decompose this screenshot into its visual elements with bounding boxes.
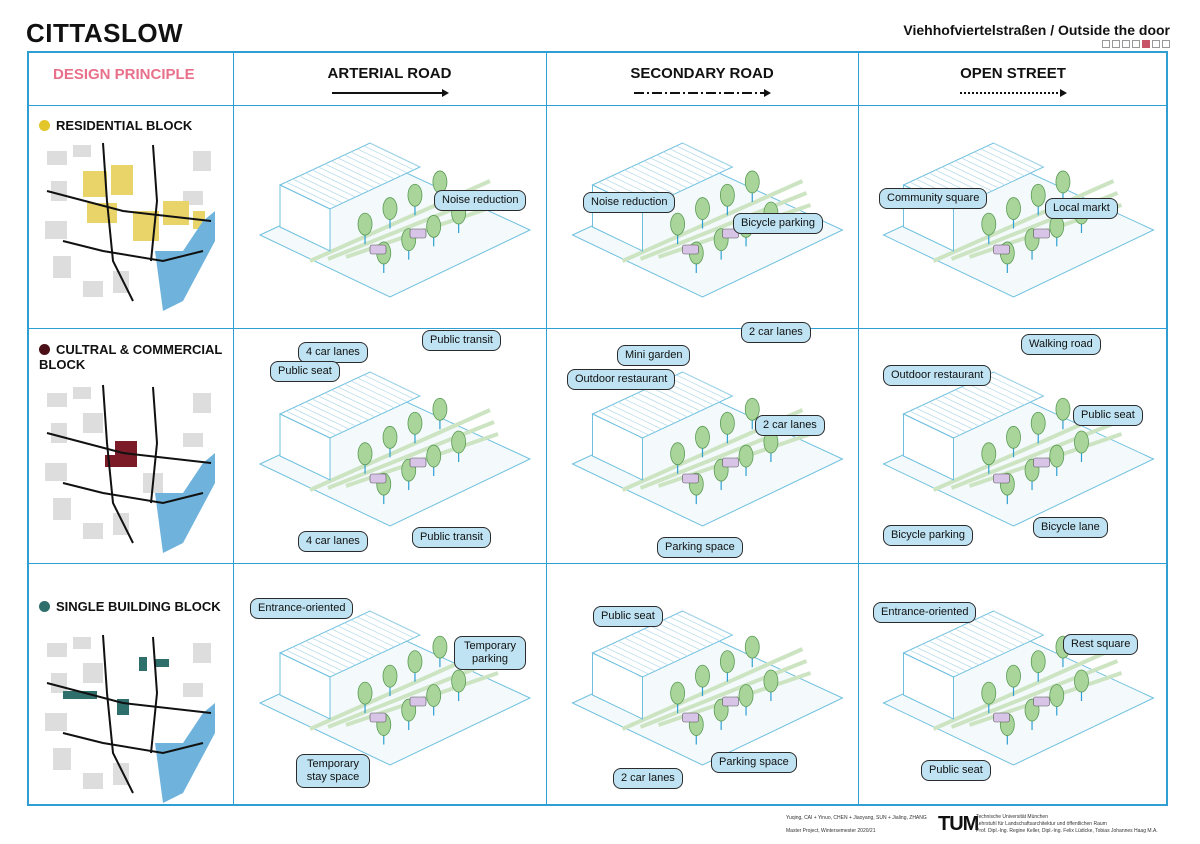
cell-r1c3: Community square Local markt Walking roa… [859,106,1168,328]
label-parking-space: Parking space [711,752,797,773]
car-icon [410,458,426,467]
car-icon [1034,697,1050,706]
label-outdoor-restaurant: Outdoor restaurant [883,365,991,386]
cultural-map [43,383,215,553]
car-icon [683,713,699,722]
row-residential: RESIDENTIAL BLOCK [39,118,192,133]
cell-r1c1: Noise reduction 4 car lanes Public trans… [234,106,546,328]
row-single-building: SINGLE BUILDING BLOCK [39,599,221,614]
row-cultural: CULTRAL & COMMERCIAL BLOCK [39,342,229,372]
residential-map [43,141,215,311]
car-icon [410,229,426,238]
car-icon [410,697,426,706]
label-temporary-stay-space: Temporary stay space [296,754,370,788]
label-parking-space: Parking space [657,537,743,558]
car-icon [994,245,1010,254]
car-icon [1034,229,1050,238]
street-scene-illustration [859,106,1168,328]
single-building-map [43,633,215,803]
car-icon [370,245,386,254]
label-entrance-oriented: Entrance-oriented [873,602,976,623]
single-building-dot-icon [39,601,50,612]
page-indicator [1102,40,1170,48]
cell-r2c2: Outdoor restaurant 2 car lanes Parking s… [547,329,858,563]
label-community-square: Community square [879,188,987,209]
car-icon [723,458,739,467]
label-entrance-oriented: Entrance-oriented [250,598,353,619]
label-car-lanes: 2 car lanes [755,415,825,436]
residential-dot-icon [39,120,50,131]
label-public-seat: Public seat [921,760,991,781]
label-local-markt: Local markt [1045,198,1118,219]
label-public-seat: Public seat [593,606,663,627]
label-public-seat: Public seat [270,361,340,382]
car-icon [994,713,1010,722]
column-arterial: ARTERIAL ROAD [233,65,546,102]
car-icon [994,474,1010,483]
label-temporary-parking: Temporary parking [454,636,526,670]
label-bicycle-parking: Bicycle parking [733,213,823,234]
car-icon [683,474,699,483]
cultural-dot-icon [39,344,50,355]
cell-r3c2: Public seat 2 car lanes Parking space [547,564,858,806]
principle-grid: DESIGN PRINCIPLE ARTERIAL ROAD SECONDARY… [27,51,1168,806]
label-rest-square: Rest square [1063,634,1138,655]
footer-project: Master Project, Wintersemester 2020/21 [786,828,875,835]
tum-logo: TUM [938,813,978,836]
label-outdoor-restaurant: Outdoor restaurant [567,369,675,390]
car-icon [370,474,386,483]
label-noise-reduction: Noise reduction [583,192,675,213]
street-scene-illustration [234,106,546,328]
car-icon [723,697,739,706]
cell-r3c1: Entrance-oriented Temporary parking Temp… [234,564,546,806]
label-bicycle-parking: Bicycle parking [883,525,973,546]
design-principle-heading: DESIGN PRINCIPLE [53,66,195,83]
street-scene-illustration [859,564,1168,806]
footer-authors: Yuqing, CAI + Yinuo, CHEN + Jiaoyang, SU… [786,815,927,822]
label-noise-reduction: Noise reduction [434,190,526,211]
car-icon [683,245,699,254]
cell-r3c3: Entrance-oriented Rest square Public sea… [859,564,1168,806]
label-car-lanes: 2 car lanes [613,768,683,789]
street-scene-illustration [547,329,858,563]
label-bicycle-lane: Bicycle lane [1033,517,1108,538]
car-icon [1034,458,1050,467]
column-open-street: OPEN STREET [858,65,1168,102]
cell-r1c2: Noise reduction Bicycle parking 2 car la… [547,106,858,328]
column-secondary: SECONDARY ROAD [546,65,858,102]
footer-university: Technische Universität München Lehrstuhl… [976,814,1158,835]
cell-r2c3: Outdoor restaurant Public seat Bicycle p… [859,329,1168,563]
cell-r2c1: Public seat 4 car lanes Public transit [234,329,546,563]
page-title: CITTASLOW [26,18,183,49]
label-public-seat: Public seat [1073,405,1143,426]
label-car-lanes: 4 car lanes [298,531,368,552]
page-subtitle: Viehhofviertelstraßen / Outside the door [903,22,1170,38]
label-public-transit: Public transit [412,527,491,548]
street-scene-illustration [547,564,858,806]
car-icon [370,713,386,722]
